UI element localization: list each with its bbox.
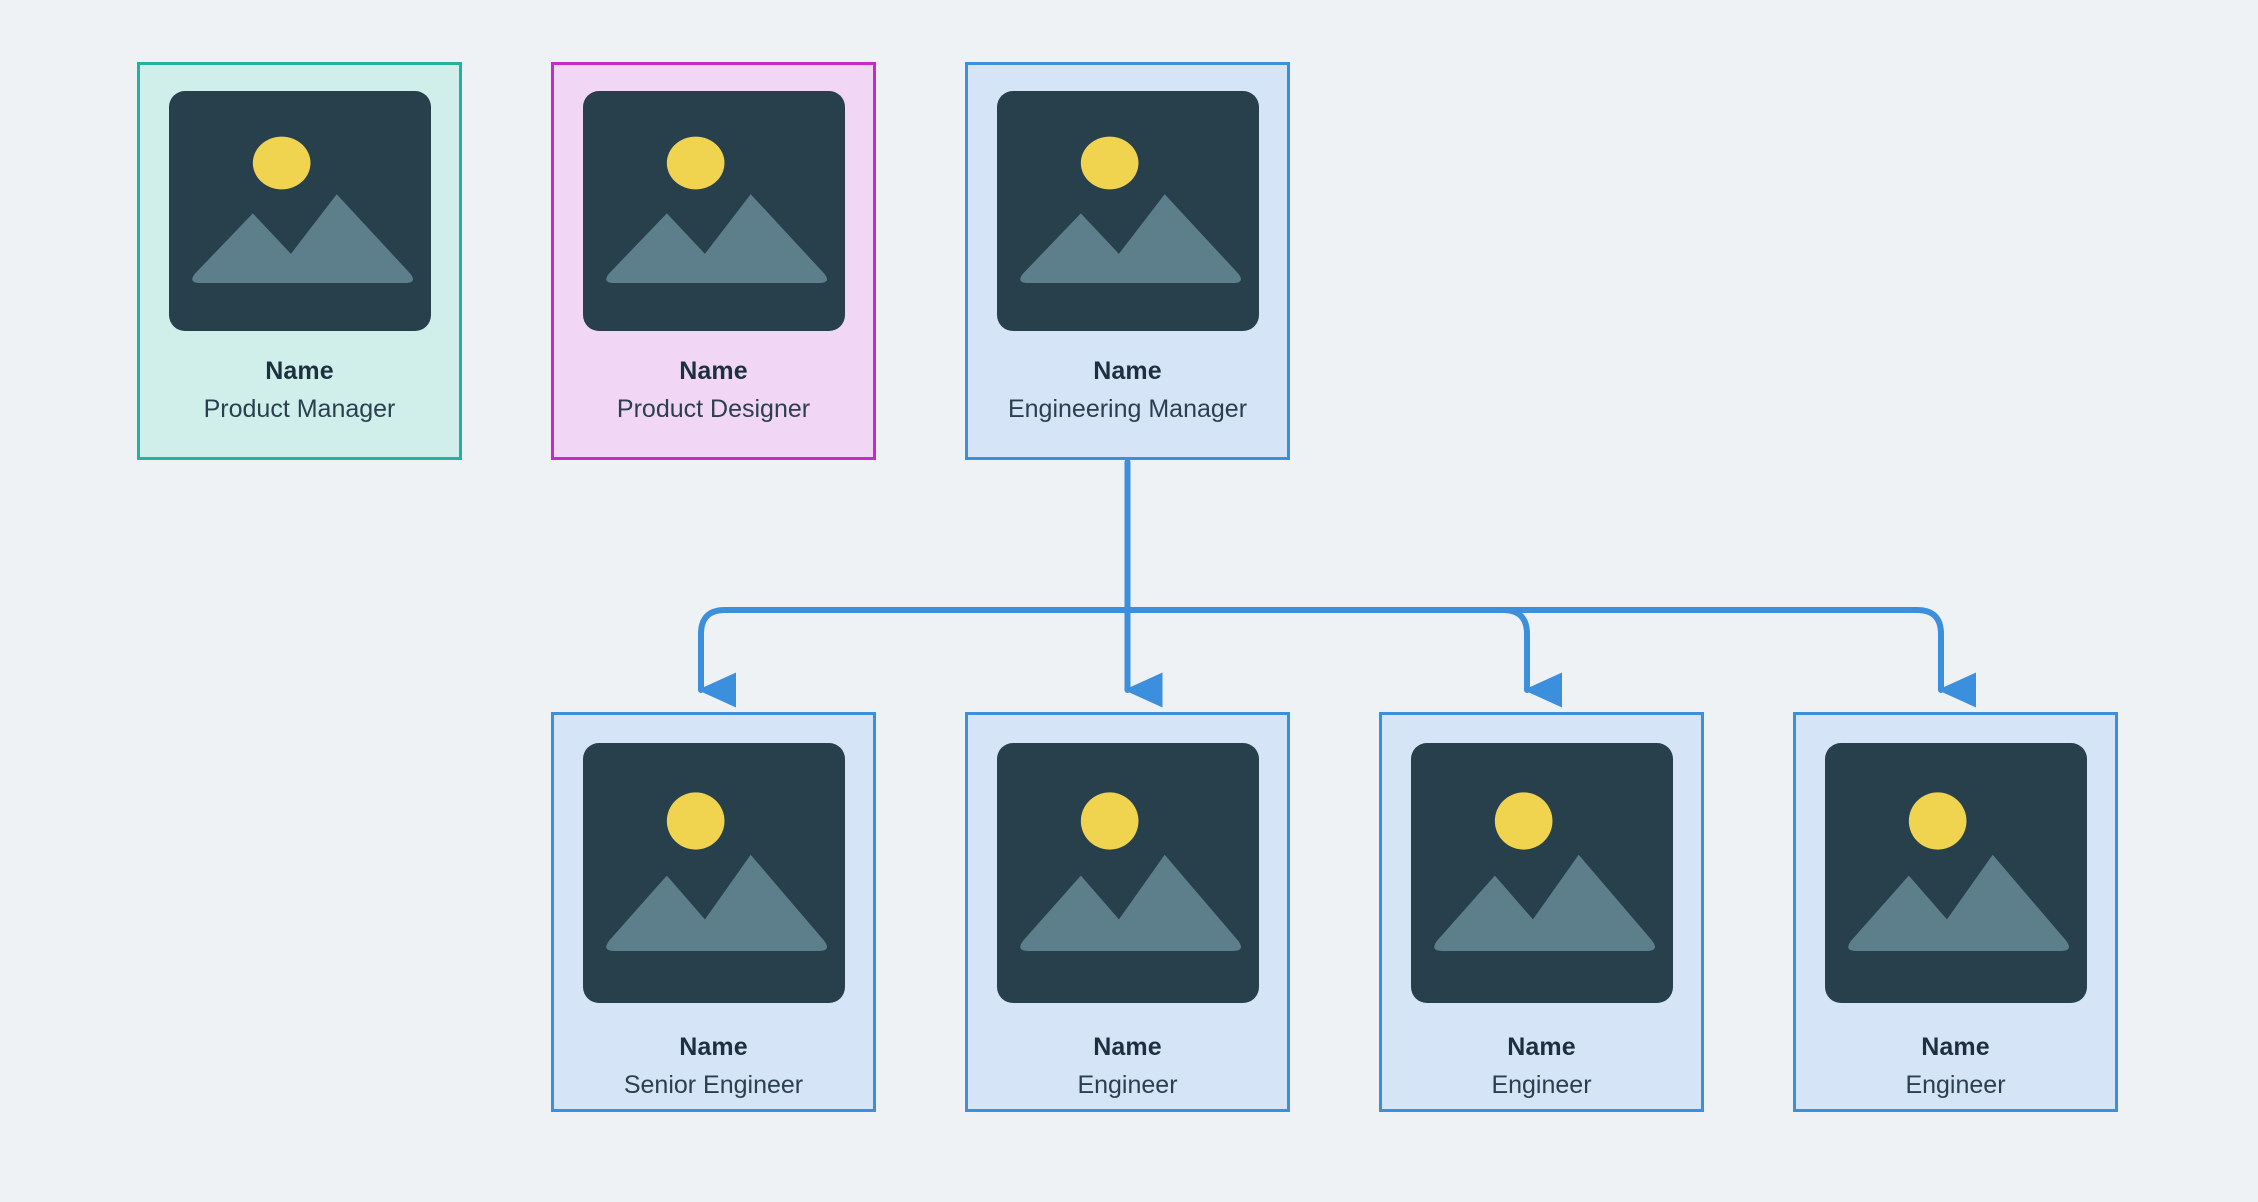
mountain-front-icon [605,875,732,951]
sun-icon [666,792,724,850]
image-placeholder-icon [1847,792,2069,951]
card-name-engineer-2: Name [1507,1033,1576,1061]
avatar-engineer-1 [996,743,1259,1003]
mountain-front-icon [605,213,732,283]
mountain-front-icon [1019,213,1146,283]
mountain-back-icon [682,854,827,951]
image-placeholder-icon [191,136,413,283]
image-placeholder-icon [605,136,827,283]
mountain-front-icon [191,213,318,283]
avatar-senior-engineer [582,743,845,1003]
mountain-front-icon [1847,875,1974,951]
avatar-product-designer [582,91,845,331]
mountain-back-icon [682,194,827,283]
card-role-product-manager: Product Manager [203,395,396,423]
card-role-senior-engineer: Senior Engineer [623,1071,804,1099]
card-role-product-designer: Product Designer [616,395,811,423]
image-placeholder-icon [1019,792,1241,951]
sun-icon [1080,136,1138,190]
mountain-back-icon [1924,854,2069,951]
sun-icon [1494,792,1552,850]
card-name-product-designer: Name [679,357,748,385]
card-name-engineering-manager: Name [1093,357,1162,385]
mountain-back-icon [1096,854,1241,951]
sun-icon [666,136,724,190]
image-placeholder-icon [605,792,827,951]
avatar-engineer-3 [1824,743,2087,1003]
edge-to-senior-engineer [697,607,1131,708]
card-role-engineer-1: Engineer [1077,1071,1178,1099]
mountain-front-icon [1019,875,1146,951]
avatar-engineering-manager [996,91,1259,331]
card-name-senior-engineer: Name [679,1033,748,1061]
card-name-engineer-1: Name [1093,1033,1162,1061]
mountain-front-icon [1433,875,1560,951]
image-placeholder-icon [1433,792,1655,951]
sun-icon [1080,792,1138,850]
avatar-product-manager [168,91,431,331]
edge-to-engineer-2 [1124,607,1562,708]
mountain-back-icon [268,194,413,283]
sun-icon [252,136,310,190]
card-role-engineering-manager: Engineering Manager [1007,395,1248,423]
card-role-engineer-2: Engineer [1491,1071,1592,1099]
avatar-engineer-2 [1410,743,1673,1003]
sun-icon [1908,792,1966,850]
card-name-engineer-3: Name [1921,1033,1990,1061]
image-placeholder-icon [1019,136,1241,283]
edge-to-engineer-3 [1124,607,1976,708]
mountain-back-icon [1096,194,1241,283]
card-role-engineer-3: Engineer [1905,1071,2006,1099]
mountain-back-icon [1510,854,1655,951]
card-name-product-manager: Name [265,357,334,385]
